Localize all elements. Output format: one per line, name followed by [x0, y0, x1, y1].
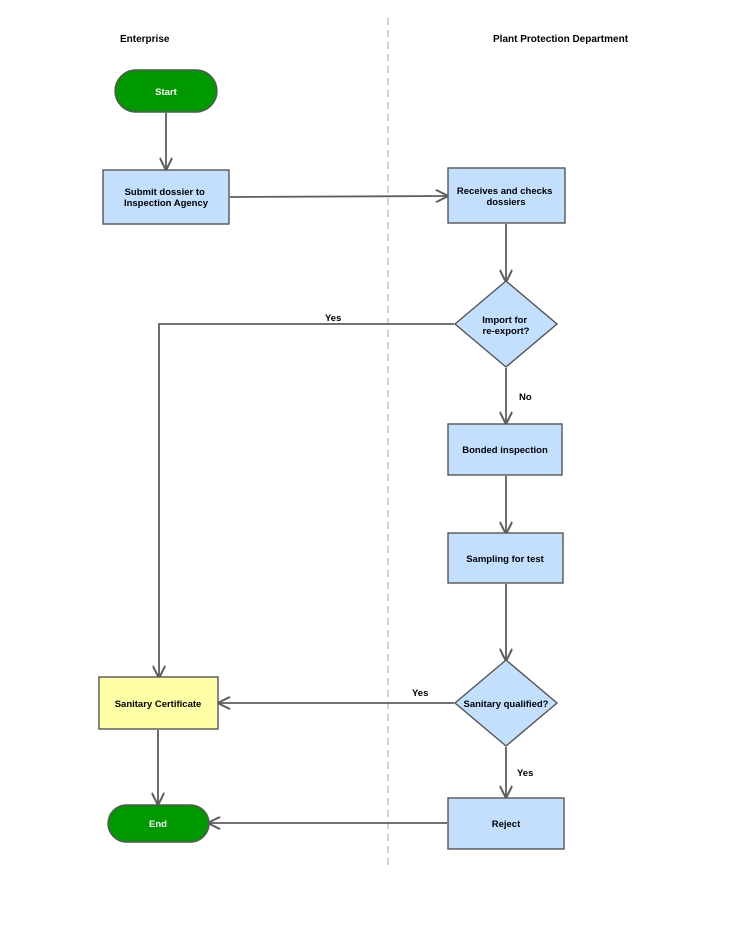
lane-title-enterprise: Enterprise: [120, 34, 170, 45]
submit-dossier-line-1: Submit dossier to: [125, 187, 205, 198]
sampling-line-1: Sampling for test: [466, 554, 544, 565]
start-label: Start: [155, 87, 177, 98]
reexport-decision-label: Import for re-export?: [482, 315, 530, 337]
reexport-decision-line-2: re-export?: [483, 326, 530, 337]
submit-dossier-step: Submit dossier to Inspection Agency: [102, 169, 230, 225]
reexport-decision-line-1: Import for: [482, 315, 527, 326]
reject-line-1: Reject: [492, 819, 521, 830]
start-label-line-1: Start: [155, 87, 177, 98]
bonded-inspection-step: Bonded inspection: [447, 423, 563, 476]
receive-dossier-label: Receives and checks dossiers: [457, 186, 555, 208]
edge-submit-to-receive: [229, 196, 447, 197]
edge-label-reexport-no: No: [519, 392, 532, 403]
end-label-line-1: End: [149, 819, 167, 830]
reject-step: Reject: [447, 797, 565, 850]
receive-dossier-line-2: dossiers: [486, 197, 525, 208]
receive-dossier-step: Receives and checks dossiers: [447, 167, 566, 224]
edge-reexport-yes: [159, 323, 454, 677]
sanitary-certificate-shape: [98, 676, 219, 730]
reexport-decision: Import for re-export?: [453, 280, 559, 368]
sanitary-certificate-step: Sanitary Certificate: [98, 676, 219, 730]
receive-dossier-shape: [447, 167, 566, 224]
lane-title-plant-protection: Plant Protection Department: [493, 34, 629, 45]
bonded-inspection-line-1: Bonded inspection: [462, 445, 548, 456]
edge-label-qualified-reject: Yes: [517, 768, 533, 779]
sanitary-qualified-label: Sanitary qualified?: [464, 699, 549, 710]
edge-label-reexport-yes: Yes: [325, 313, 341, 324]
sanitary-certificate-label: Sanitary Certificate: [115, 699, 202, 710]
sampling-label: Sampling for test: [466, 554, 544, 565]
end-shape: [107, 804, 210, 843]
start-terminal: Start: [114, 69, 218, 113]
submit-dossier-line-2: Inspection Agency: [124, 198, 209, 209]
end-terminal: End: [107, 804, 210, 843]
receive-dossier-line-1: Receives and checks: [457, 186, 553, 197]
start-shape: [114, 69, 218, 113]
reject-label: Reject: [492, 819, 521, 830]
bonded-inspection-label: Bonded inspection: [462, 445, 548, 456]
bonded-inspection-shape: [447, 423, 563, 476]
sanitary-qualified-shape: [453, 659, 559, 747]
submit-dossier-shape: [102, 169, 230, 225]
sampling-shape: [447, 532, 564, 584]
sanitary-certificate-line-1: Sanitary Certificate: [115, 699, 202, 710]
end-label: End: [149, 819, 167, 830]
sanitary-qualified-line-1: Sanitary qualified?: [464, 699, 549, 710]
reject-shape: [447, 797, 565, 850]
reexport-decision-shape: [453, 280, 559, 368]
submit-dossier-label: Submit dossier to Inspection Agency: [124, 187, 209, 209]
sanitary-qualified-decision: Sanitary qualified?: [453, 659, 559, 747]
sampling-step: Sampling for test: [447, 532, 564, 584]
edge-label-qualified-yes: Yes: [412, 688, 428, 699]
